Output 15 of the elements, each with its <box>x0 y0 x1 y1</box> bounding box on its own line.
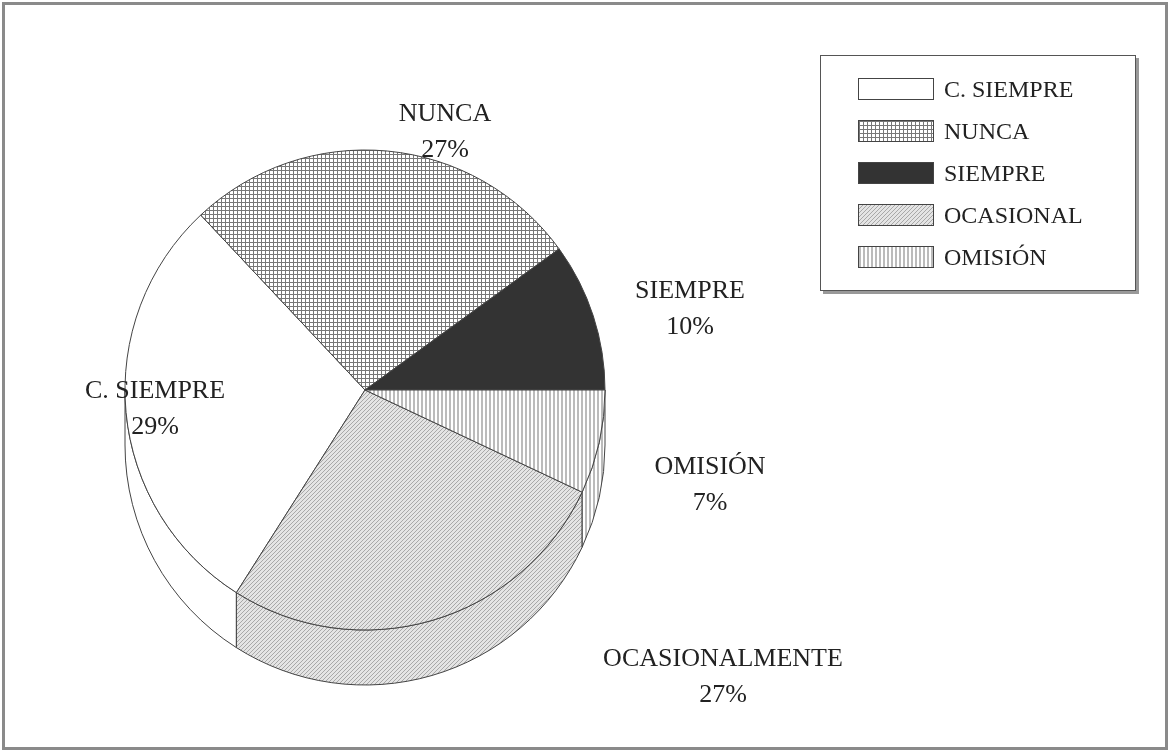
value-label: 7% <box>692 486 728 518</box>
legend-label: OMISIÓN <box>944 243 1047 272</box>
legend-label: C. SIEMPRE <box>944 75 1074 104</box>
value-label: 27% <box>699 678 747 710</box>
category-label: C. SIEMPRE <box>84 374 226 406</box>
category-label: NUNCA <box>398 97 492 129</box>
category-label: OMISIÓN <box>654 450 766 482</box>
value-label: 27% <box>421 133 469 165</box>
value-label: 29% <box>131 410 179 442</box>
legend-label: SIEMPRE <box>944 159 1046 188</box>
category-label: OCASIONALMENTE <box>603 642 843 674</box>
legend-label: NUNCA <box>944 117 1030 146</box>
value-label: 10% <box>666 310 714 342</box>
legend-label: OCASIONAL <box>944 201 1083 230</box>
category-label: SIEMPRE <box>635 274 745 306</box>
